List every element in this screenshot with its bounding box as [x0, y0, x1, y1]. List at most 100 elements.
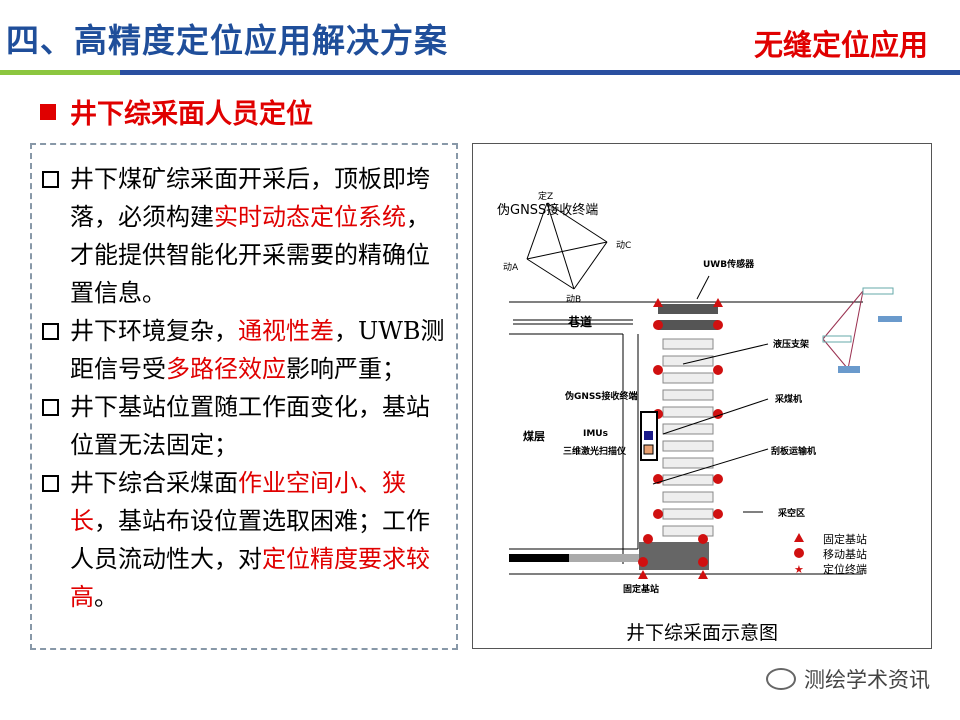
mobile-base-station: [698, 557, 708, 567]
bullet-text: ，基站布设位置选取困难；工作人员流动性大，对: [70, 507, 430, 573]
bullet-text: 。: [94, 583, 118, 611]
uwb-inset: [822, 287, 902, 373]
checkbox-bullet-icon: [42, 171, 59, 188]
mobile-base-station: [653, 365, 663, 375]
bullet-text: 井下环境复杂，: [70, 317, 238, 345]
gnss-tetrahedron: [526, 202, 608, 290]
label-c: 动C: [616, 240, 631, 251]
slide-title: 四、高精度定位应用解决方案: [6, 21, 448, 60]
label-gnss2: 伪GNSS接收终端: [564, 390, 637, 402]
square-bullet-icon: [40, 103, 56, 120]
label-z: 定Z: [538, 190, 553, 202]
label-support: 液压支架: [773, 338, 809, 350]
leader-lines: [652, 343, 769, 513]
fixed-base-station: [713, 298, 723, 307]
belt-grey: [569, 554, 639, 562]
bullet-text: 井下综合采煤面: [70, 469, 238, 497]
checkbox-bullet-icon: [42, 399, 59, 416]
fixed-base-station: [698, 570, 708, 579]
bullet-list: 井下煤矿综采面开采后，顶板即垮落，必须构建实时动态定位系统，才能提供智能化开采需…: [40, 160, 450, 616]
support-row: [662, 389, 714, 401]
label-fixed-base: 固定基站: [623, 583, 659, 595]
support-row: [662, 525, 714, 537]
support-top: [658, 304, 718, 314]
mobile-base-station: [698, 534, 708, 544]
mining-face-diagram: 定Z 动A 动B 动C 伪GNSS接收终端 UWB传感器 巷道 煤层 伪GNSS…: [497, 190, 902, 595]
bullet-item: 井下煤矿综采面开采后，顶板即垮落，必须构建实时动态定位系统，才能提供智能化开采需…: [40, 160, 450, 312]
label-seam: 煤层: [523, 429, 545, 443]
bullet-item: 井下基站位置随工作面变化，基站位置无法固定；: [40, 388, 450, 464]
support-row: [662, 474, 714, 486]
label-uwb: UWB传感器: [703, 258, 755, 270]
support-row: [662, 423, 714, 435]
label-gnss: 伪GNSS接收终端: [497, 202, 598, 218]
label-tunnel: 巷道: [567, 314, 592, 329]
support-rows: [662, 338, 714, 537]
mobile-base-station: [638, 557, 648, 567]
support-row: [662, 491, 714, 503]
checkbox-bullet-icon: [42, 323, 59, 340]
mobile-base-station: [653, 509, 663, 519]
highlight-text: 作业空间小、狭长: [70, 469, 406, 535]
highlight-text: 通视性差: [238, 317, 334, 345]
support-bottom: [639, 542, 709, 570]
support-row: [662, 355, 714, 367]
support-row: [662, 457, 714, 469]
support-row: [662, 372, 714, 384]
legend-label: 固定基站: [823, 532, 867, 546]
text-box-border: [30, 143, 458, 650]
support-row: [662, 338, 714, 350]
bullet-text: ，才能提供智能化开采需要的精确位置信息。: [70, 203, 430, 307]
watermark: 测绘学术资讯: [766, 664, 930, 694]
belt-black: [509, 554, 569, 562]
bullet-text: 影响严重；: [286, 355, 406, 383]
bullet-item: 井下综合采煤面作业空间小、狭长，基站布设位置选取困难；工作人员流动性大，对定位精…: [40, 464, 450, 616]
label-b: 动B: [566, 294, 581, 305]
legend-circle-icon: [794, 548, 804, 558]
legend-label: 移动基站: [823, 547, 867, 561]
mobile-base-station: [713, 509, 723, 519]
uwb-arrow: [696, 275, 710, 300]
imu-icon: [644, 431, 653, 440]
mobile-base-station: [653, 320, 663, 330]
label-a: 动A: [503, 262, 519, 273]
fixed-base-station: [653, 298, 663, 307]
label-laser: 三维激光扫描仪: [563, 445, 627, 457]
legend-star-icon: ★: [794, 563, 804, 576]
slide-subtitle: 无缝定位应用: [753, 28, 928, 62]
section-title: 井下综采面人员定位: [70, 99, 313, 130]
label-imu: IMUs: [583, 429, 608, 439]
support-top2: [658, 320, 718, 330]
support-row: [662, 406, 714, 418]
base-station-markers: [638, 298, 723, 579]
label-shearer: 采煤机: [774, 393, 802, 405]
diagram-figure: 定Z 动A 动B 动C 伪GNSS接收终端 UWB传感器 巷道 煤层 伪GNSS…: [472, 143, 932, 649]
label-goaf: 采空区: [777, 507, 805, 519]
laser-scanner-icon: [643, 444, 654, 455]
header-divider-blue: [120, 70, 960, 75]
section-heading: 井下综采面人员定位: [40, 92, 313, 131]
highlight-text: 实时动态定位系统: [214, 203, 406, 231]
figure-caption: 井下综采面示意图: [625, 622, 778, 644]
bullet-item: 井下环境复杂，通视性差，UWB测距信号受多路径效应影响严重；: [40, 312, 450, 388]
tunnel: [509, 301, 863, 575]
bullet-text: 井下煤矿综采面开采后，顶板即垮落，必须构建: [70, 165, 430, 231]
support-row: [662, 440, 714, 452]
highlight-text: 定位精度要求较高: [70, 545, 430, 611]
highlight-text: 多路径效应: [166, 355, 286, 383]
watermark-text: 测绘学术资讯: [804, 668, 930, 692]
bullet-text: 井下基站位置随工作面变化，基站位置无法固定；: [70, 393, 430, 459]
checkbox-bullet-icon: [42, 475, 59, 492]
legend-label: 定位终端: [823, 562, 867, 576]
header-divider-green: [0, 70, 120, 75]
fixed-base-station: [638, 570, 648, 579]
mobile-base-station: [713, 320, 723, 330]
mobile-base-station: [713, 365, 723, 375]
bullet-text: ，UWB测距信号受: [70, 317, 445, 383]
mobile-base-station: [643, 534, 653, 544]
slide-header: 四、高精度定位应用解决方案 无缝定位应用: [0, 0, 960, 75]
legend-triangle-icon: [794, 533, 804, 542]
mobile-base-station: [713, 474, 723, 484]
wechat-icon: [766, 668, 796, 690]
